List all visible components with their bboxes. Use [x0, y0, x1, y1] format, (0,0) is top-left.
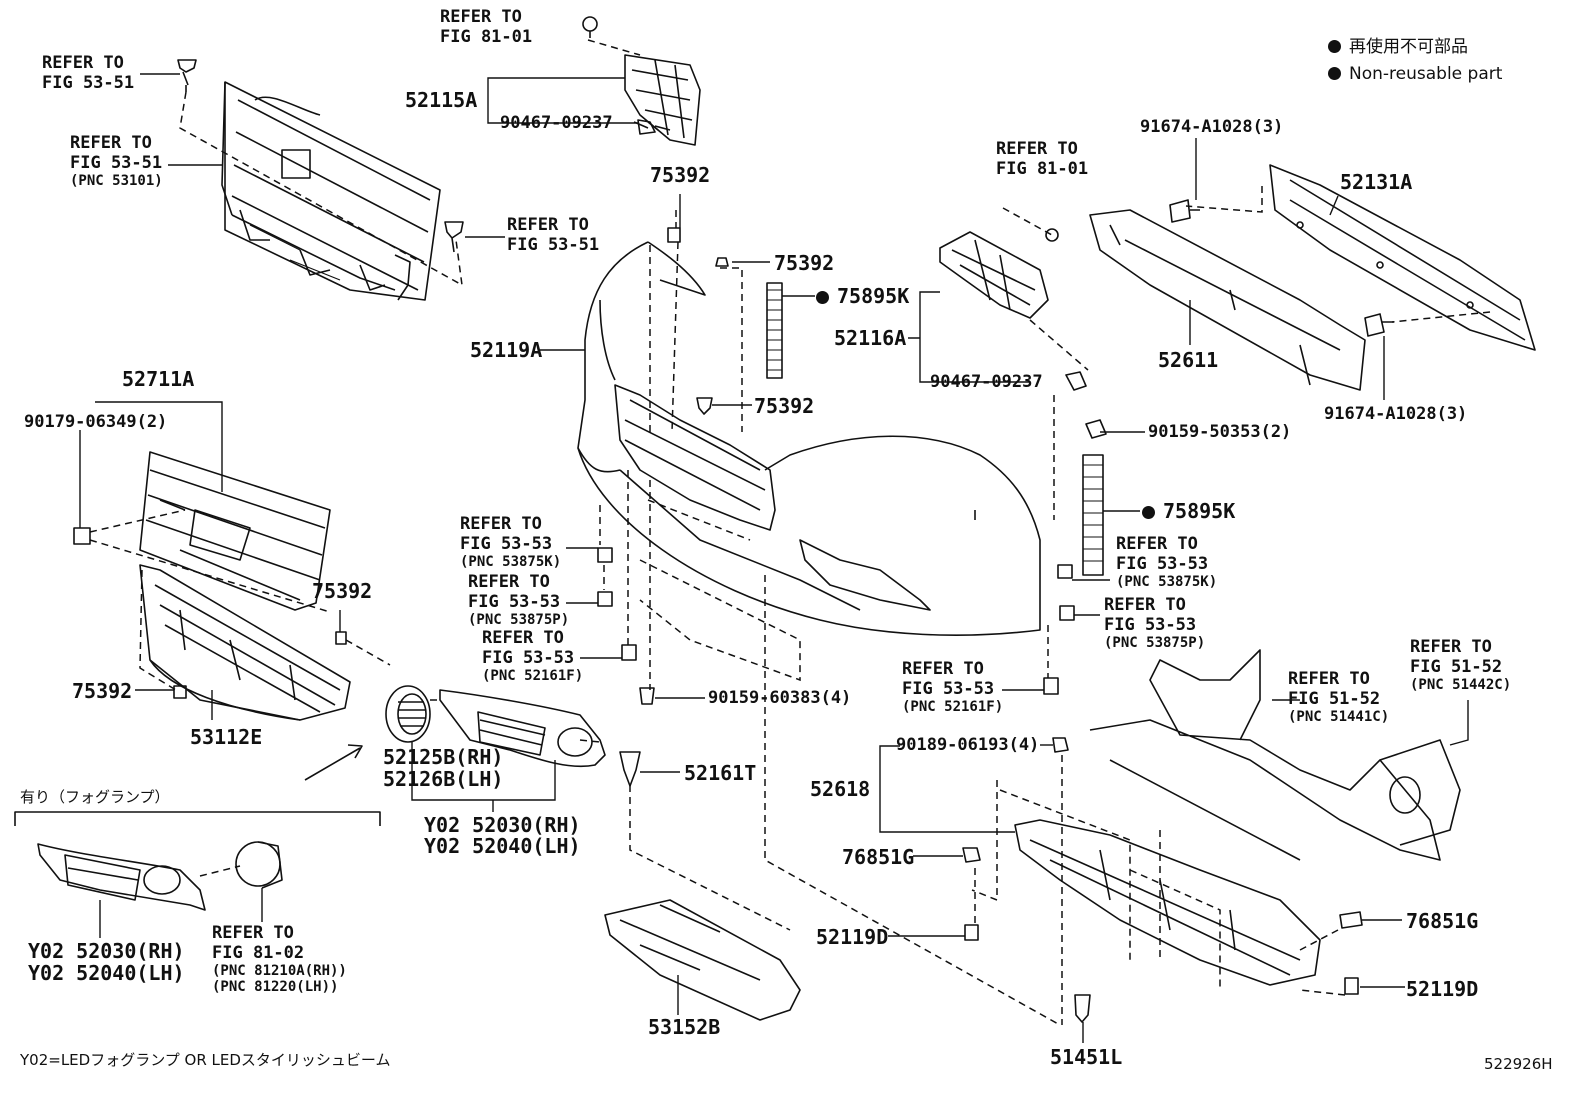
- side-grille-drawing: [439, 689, 606, 768]
- part-75392-d: 75392: [312, 579, 373, 603]
- retainer-clips: [73, 257, 729, 699]
- filled-dot-icon: [1328, 40, 1341, 53]
- part-52126B-LH: 52126B(LH): [383, 767, 504, 791]
- part-52119D-a: 52119D: [816, 925, 889, 949]
- bracket-52116A-drawing: [939, 228, 1059, 319]
- part-75895K-b: 75895K: [1142, 500, 1235, 523]
- fog-cover-drawing: [385, 685, 431, 743]
- footnote: Y02=LEDフォグランプ OR LEDスタイリッシュビーム: [20, 1051, 391, 1069]
- part-90159-60383: 90159-60383(4): [708, 688, 852, 708]
- filled-dot-icon: [1328, 67, 1341, 80]
- dashed-assembly-lines: [89, 39, 1491, 1026]
- part-52119A: 52119A: [470, 338, 543, 362]
- bumper-cover-drawing: [577, 241, 1041, 636]
- legend-en: Non-reusable part: [1328, 61, 1502, 88]
- absorber-drawing: [1089, 209, 1366, 391]
- part-90179-06349: 90179-06349(2): [24, 412, 168, 432]
- part-51451L: 51451L: [1050, 1045, 1123, 1069]
- part-75392-c: 75392: [754, 394, 815, 418]
- part-90189-06193: 90189-06193(4): [896, 735, 1040, 755]
- lower-grille-53112E-drawing: [139, 564, 351, 721]
- part-Y02-52030-RH-a: Y02 52030(RH): [424, 813, 581, 837]
- arrow-indicator: [304, 744, 363, 781]
- diagram-id: 522926H: [1484, 1055, 1553, 1073]
- part-52711A: 52711A: [122, 367, 195, 391]
- part-52611: 52611: [1158, 348, 1219, 372]
- part-52119D-b: 52119D: [1406, 977, 1479, 1001]
- part-53152B: 53152B: [648, 1015, 721, 1039]
- grille-clips: [177, 59, 464, 253]
- part-90467-09237-a: 90467-09237: [500, 113, 613, 133]
- part-52115A: 52115A: [405, 88, 478, 112]
- part-53112E: 53112E: [190, 725, 263, 749]
- part-90159-50353: 90159-50353(2): [1148, 422, 1292, 442]
- part-75895K-a: 75895K: [816, 285, 909, 308]
- part-76851G-b: 76851G: [1406, 909, 1479, 933]
- part-Y02-52040-LH-b: Y02 52040(LH): [28, 961, 185, 985]
- part-Y02-52040-LH-a: Y02 52040(LH): [424, 834, 581, 858]
- fog-lamp-section-label: 有り（フォグランプ）: [20, 788, 170, 806]
- leader-lines: [79, 73, 1469, 1043]
- under-fasteners: [597, 547, 1363, 1023]
- part-76851G-a: 76851G: [842, 845, 915, 869]
- fog-lamp-section: [14, 811, 381, 911]
- part-91674-A1028-a: 91674-A1028(3): [1140, 117, 1284, 137]
- grille-52711A-drawing: [139, 451, 331, 611]
- reinforcement-drawing: [1269, 164, 1536, 351]
- under-cover-drawing: [1014, 819, 1321, 986]
- part-75392-b: 75392: [774, 251, 835, 275]
- upper-grille-drawing: [221, 81, 441, 301]
- part-52125B-RH: 52125B(RH): [383, 745, 504, 769]
- non-reusable-dot-icon: [816, 291, 829, 304]
- side-under-cover-drawing: [1089, 649, 1461, 861]
- legend: 再使用不可部品 Non-reusable part: [1328, 34, 1502, 88]
- part-75392-a: 75392: [650, 163, 711, 187]
- part-Y02-52030-RH-b: Y02 52030(RH): [28, 939, 185, 963]
- bolts: [637, 119, 1394, 439]
- part-91674-A1028-b: 91674-A1028(3): [1324, 404, 1468, 424]
- part-52116A: 52116A: [834, 326, 907, 350]
- legend-jp: 再使用不可部品: [1328, 34, 1502, 61]
- part-52161T: 52161T: [684, 761, 757, 785]
- part-52131A: 52131A: [1340, 170, 1413, 194]
- part-52618: 52618: [810, 777, 871, 801]
- part-90467-09237-b: 90467-09237: [930, 372, 1043, 392]
- non-reusable-dot-icon: [1142, 506, 1155, 519]
- part-75392-e: 75392: [72, 679, 133, 703]
- cover-53152B-drawing: [604, 899, 801, 1021]
- foam-tape-strips: [766, 282, 1104, 576]
